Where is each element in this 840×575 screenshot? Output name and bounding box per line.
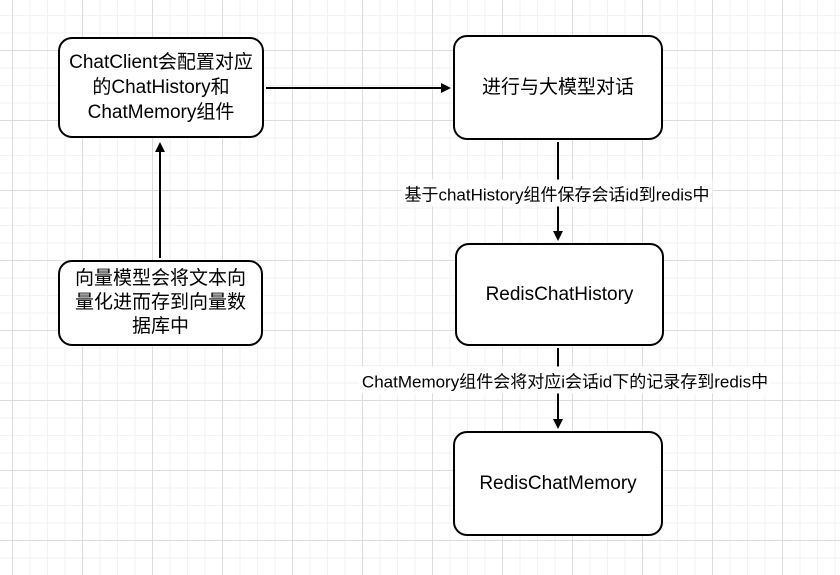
node-text-line: ChatClient会配置对应 [69, 52, 253, 73]
edge-label-memory-save: ChatMemory组件会将对应i会话id下的记录存到redis中 [358, 366, 772, 394]
node-chatclient: ChatClient会配置对应 的ChatHistory和 ChatMemory… [58, 37, 264, 138]
node-text-line: 的ChatHistory和 [92, 77, 230, 98]
node-text-line: RedisChatHistory [485, 284, 634, 305]
node-vector-model: 向量模型会将文本向 量化进而存到向量数 据库中 [58, 260, 263, 346]
node-text-line: RedisChatMemory [479, 473, 637, 494]
edge-label-history-save: 基于chatHistory组件保存会话id到redis中 [401, 179, 713, 207]
node-text-line: ChatMemory组件 [87, 102, 235, 123]
node-text-line: 据库中 [131, 316, 189, 337]
node-text-line: 量化进而存到向量数 [74, 292, 246, 313]
node-chat-with-llm: 进行与大模型对话 [453, 35, 663, 140]
node-redis-chat-history: RedisChatHistory [455, 243, 664, 346]
node-redis-chat-memory: RedisChatMemory [453, 431, 663, 536]
node-text-line: 进行与大模型对话 [481, 77, 634, 98]
node-text-line: 向量模型会将文本向 [74, 268, 246, 289]
